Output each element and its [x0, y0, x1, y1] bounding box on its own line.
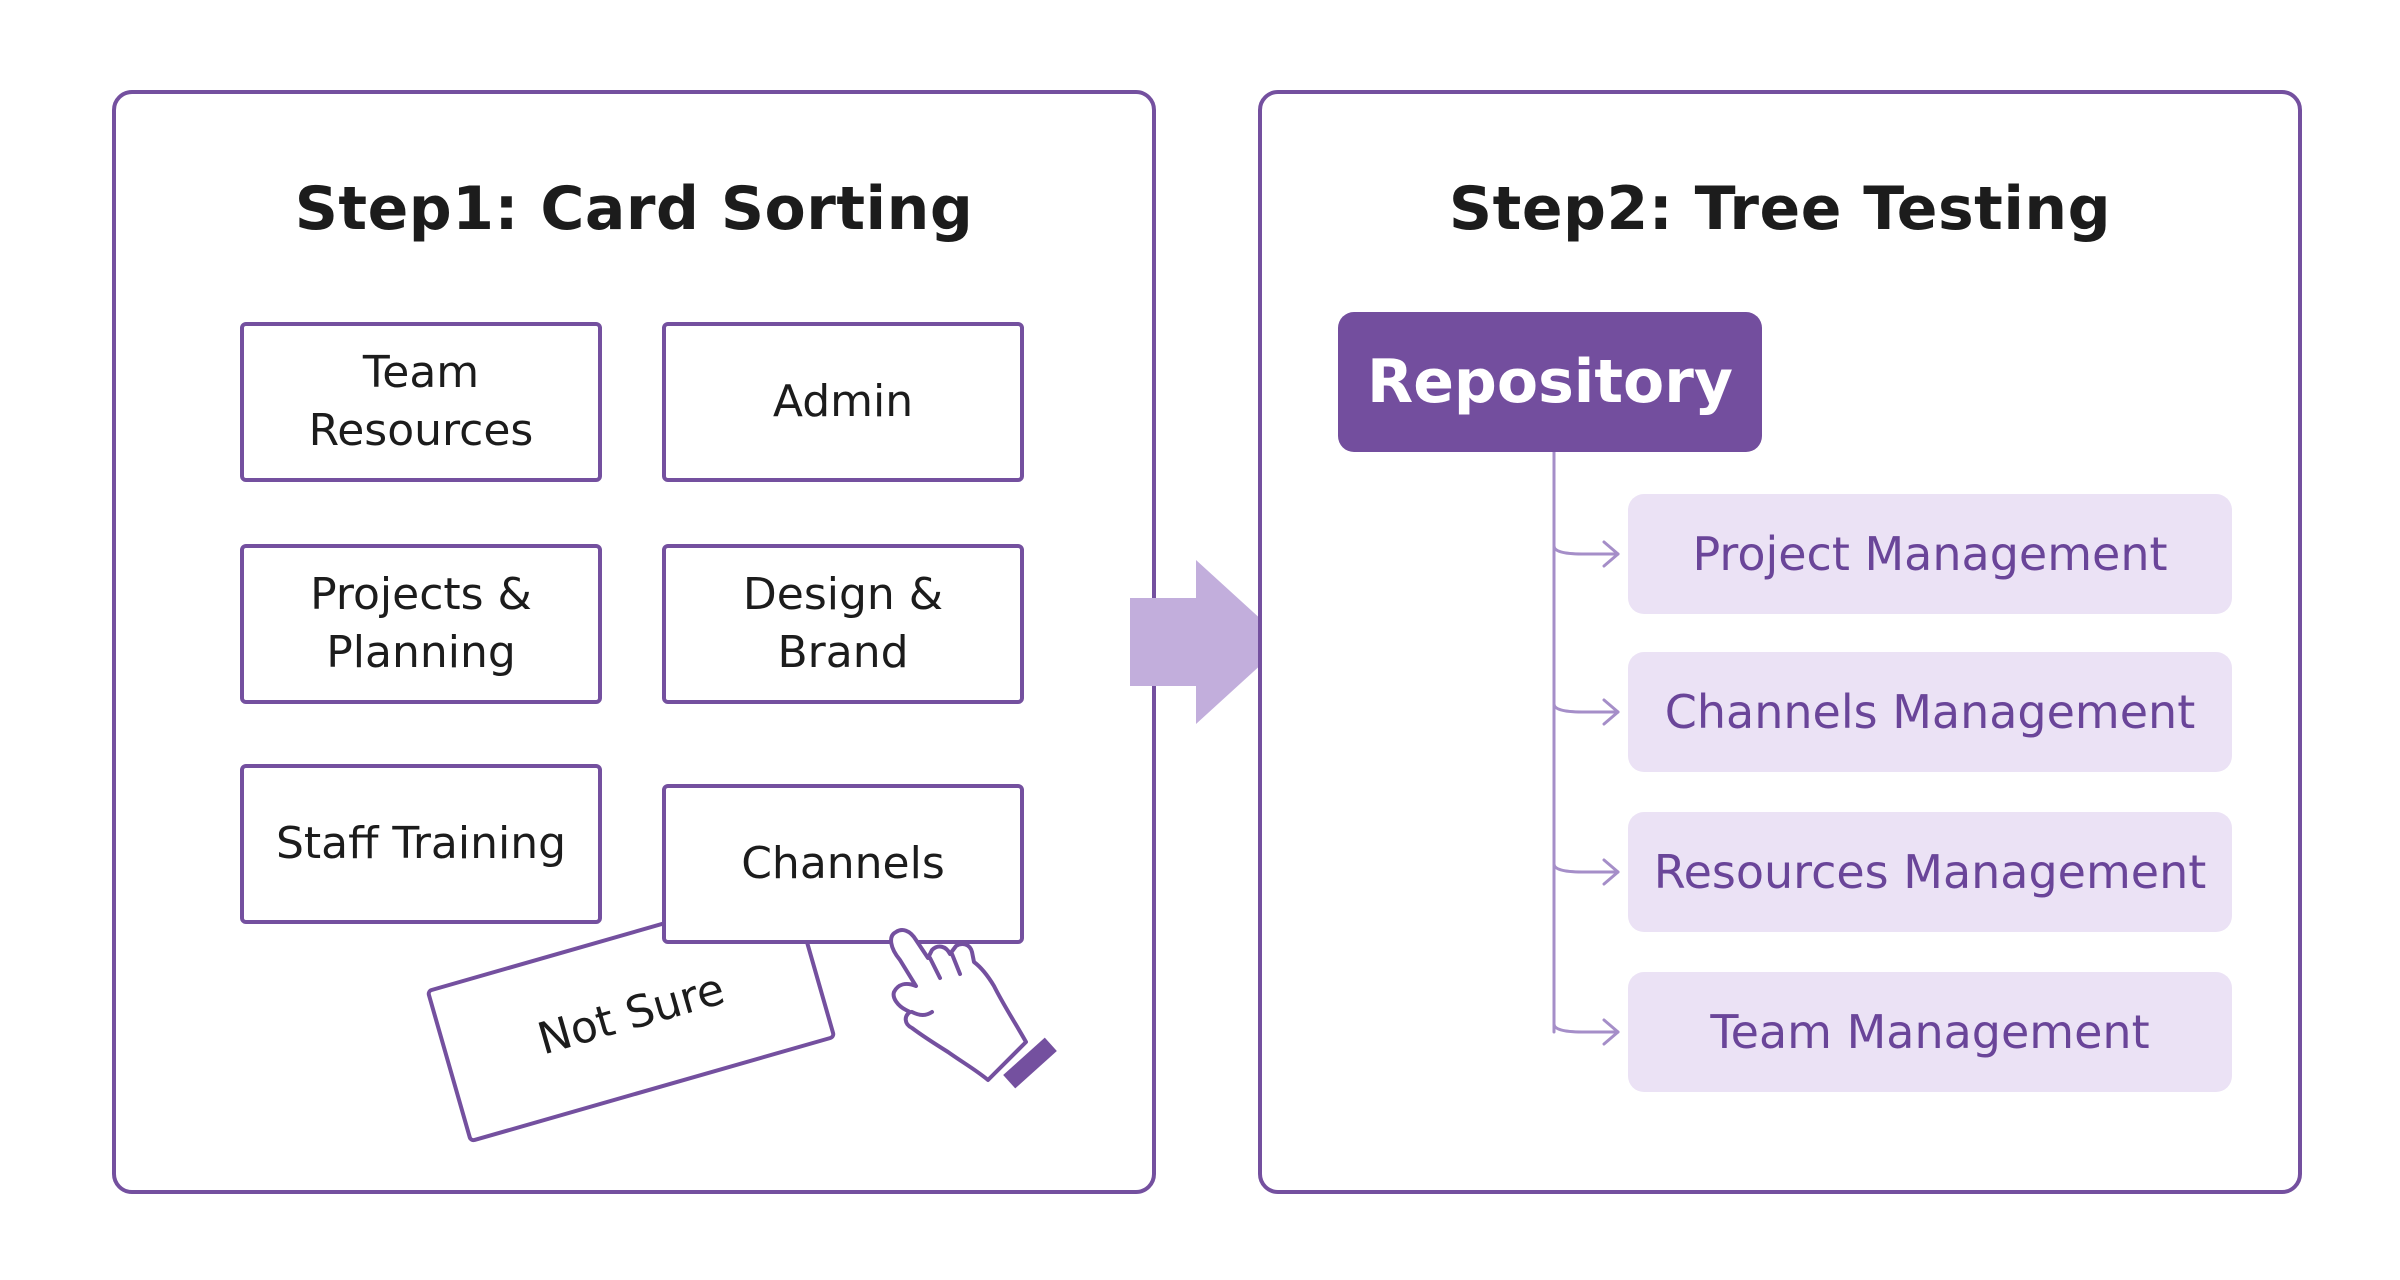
card-label: Staff Training — [275, 818, 567, 869]
card-sorting-panel: Step1: Card Sorting Not Sure Team Resour… — [112, 90, 1156, 1194]
tree-node-label: Project Management — [1692, 527, 2168, 581]
tree-node-label: Channels Management — [1664, 685, 2196, 739]
tree-node-label: Team Management — [1710, 1005, 2150, 1059]
right-arrow-icon — [1130, 560, 1286, 724]
card-label: Design & Brand — [742, 569, 944, 678]
tree-node-resources-management: Resources Management — [1628, 812, 2232, 932]
card-label: Channels — [741, 838, 945, 889]
repository-label: Repository — [1367, 347, 1733, 417]
card-channels: Channels — [662, 784, 1024, 944]
card-projects-planning: Projects & Planning — [240, 544, 602, 704]
card-label: Team Resources — [308, 347, 534, 456]
tree-testing-title: Step2: Tree Testing — [1448, 174, 2112, 244]
card-sorting-title: Step1: Card Sorting — [294, 174, 974, 244]
not-sure-card-label: Not Sure — [532, 963, 730, 1065]
tree-node-project-management: Project Management — [1628, 494, 2232, 614]
card-team-resources: Team Resources — [240, 322, 602, 482]
card-design-brand: Design & Brand — [662, 544, 1024, 704]
tree-node-channels-management: Channels Management — [1628, 652, 2232, 772]
card-label: Projects & Planning — [310, 569, 532, 678]
tree-node-label: Resources Management — [1653, 845, 2207, 899]
tree-node-team-management: Team Management — [1628, 972, 2232, 1092]
card-label: Admin — [772, 376, 914, 427]
repository-root-node: Repository — [1338, 312, 1762, 452]
hand-holding-card-icon — [889, 928, 1057, 1089]
card-staff-training: Staff Training — [240, 764, 602, 924]
tree-testing-panel: Step2: Tree Testing Repository Project M… — [1258, 90, 2302, 1194]
card-admin: Admin — [662, 322, 1024, 482]
